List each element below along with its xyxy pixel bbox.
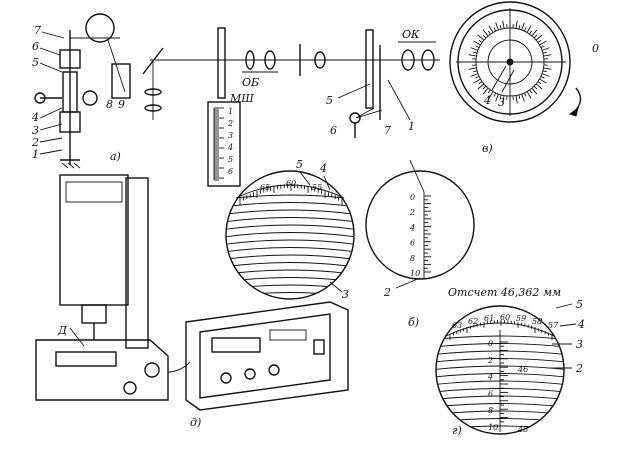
reticle-scale-number: 2 [409,208,415,217]
arc-scale-number: 65 [260,183,270,192]
reading-inner-number: 45 [517,425,528,434]
reticle-scale-number: 10 [410,269,420,278]
label-5a: 5 [32,56,39,69]
reading-vertical-number: 10 [488,423,498,432]
label-5-opt: 5 [326,94,333,107]
label-1a: 1 [32,148,39,161]
label-9a: 9 [118,98,125,111]
reading-vertical-number: 2 [487,356,493,365]
ms-scale-number: 3 [228,131,233,140]
ms-scale-number: 4 [227,143,233,152]
label-3-circ: 3 [342,288,349,301]
reading-arc-number: 61 [484,314,494,323]
reading-vertical-number: 6 [488,389,493,398]
panel-g-label: г) [452,424,462,437]
label-ms: МШ [229,92,254,105]
panel-a-schematic [35,14,130,168]
label-7a: 7 [34,24,41,37]
label-6-opt: 6 [330,124,337,137]
label-8a: 8 [106,98,113,111]
label-4-circ: 4 [319,162,327,175]
ms-scale: 1 2 3 4 5 6 [208,102,240,186]
panel-b-label: б) [408,316,419,329]
reticle-scale-number: 4 [409,223,415,232]
label-4a: 4 [31,111,39,124]
label-2-b: 2 [383,286,391,299]
label-5-g: 5 [576,298,583,311]
label-ok: ОК [402,28,420,41]
label-0-dial: 0 [592,42,599,55]
ms-scale-number: 5 [228,155,233,164]
label-5-circ: 5 [296,158,303,171]
reading-arc-number: 62 [468,317,478,326]
reading-arc-number: 58 [532,317,542,326]
reticle-scale-number: 6 [410,239,415,248]
reading-inner-number: 46 [517,365,528,374]
label-4-dial: 4 [483,94,491,107]
reading-vertical-number: 4 [487,373,493,382]
label-3-dial: 3 [498,96,505,109]
panel-b-reticle: 0 2 4 6 8 10 [366,160,474,288]
fringe-circle: 65 60 55 [220,171,360,299]
arc-scale-number: 55 [312,183,322,192]
reading-vertical-number: 8 [488,406,493,415]
reading-vertical-number: 0 [488,339,493,348]
reading-arc-number: 59 [516,314,526,323]
machine-illustration [36,175,190,400]
arc-scale-number: 60 [286,179,296,188]
label-1-opt: 1 [408,120,415,133]
panel-d-label: д) [190,416,201,429]
reading-arc-number: 60 [500,313,510,322]
label-ob: ОБ [242,76,259,89]
ms-scale-number: 6 [228,167,233,176]
ms-scale-number: 1 [228,107,233,116]
panel-v-label: в) [482,142,493,155]
optical-path [143,28,440,138]
label-d: Д [57,324,68,337]
reading-arc-number: 63 [452,321,462,330]
reticle-scale-number: 8 [410,254,415,263]
reticle-scale-number: 0 [410,193,415,202]
label-4-g: 4 [577,318,585,331]
label-6a: 6 [32,40,39,53]
label-7-opt: 7 [384,124,391,137]
panel-v-dial [450,2,581,122]
electronic-unit [186,302,348,410]
reading-arc-number: 57 [548,321,559,330]
label-2-g: 2 [575,362,583,375]
reading-caption: Отсчет 46,362 мм [448,286,561,299]
label-3-g: 3 [576,338,583,351]
ms-scale-number: 2 [227,119,233,128]
panel-a-label: а) [110,150,121,163]
